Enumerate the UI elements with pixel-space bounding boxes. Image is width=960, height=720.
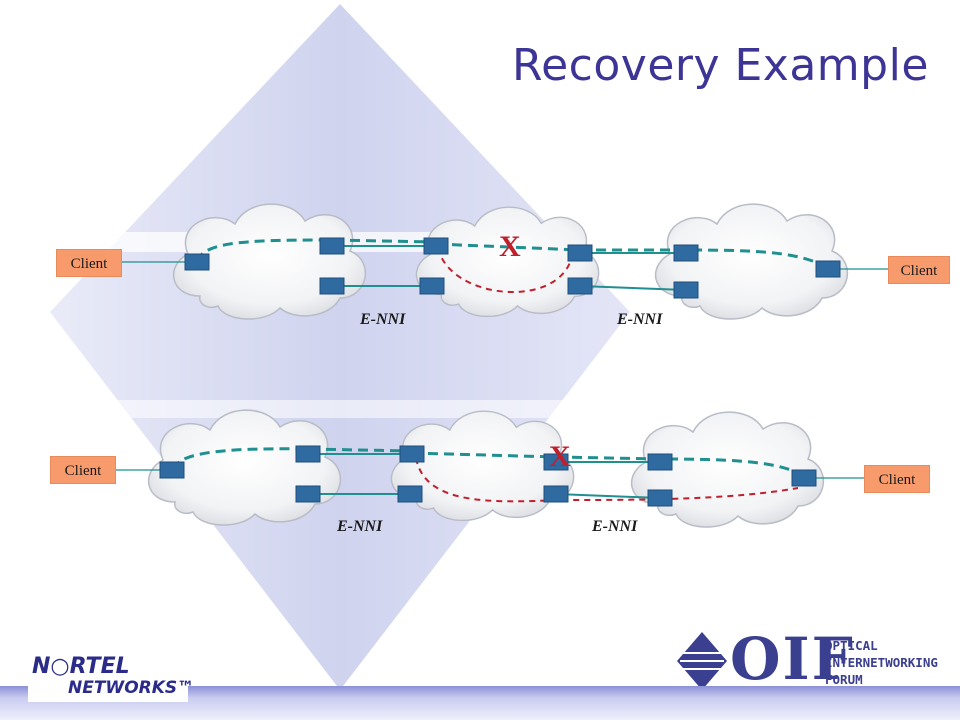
client-box-right: Client [864, 465, 930, 493]
working-path [333, 238, 437, 244]
network-cloud [630, 411, 825, 528]
page-title: Recovery Example [512, 40, 929, 91]
enni-label: E-NNI [337, 518, 383, 535]
oif-tagline-line1: OPTICAL [825, 638, 878, 653]
network-node-icon [673, 244, 699, 262]
recovery-path [437, 247, 573, 294]
background-diamond [50, 4, 630, 690]
inter-domain-link [555, 493, 661, 499]
network-node-icon [295, 485, 321, 503]
failure-mark: X [549, 440, 571, 473]
working-path [411, 451, 557, 459]
oif-tagline-line3: FORUM [825, 672, 863, 687]
network-cloud [147, 409, 342, 526]
working-path [309, 447, 413, 453]
nortel-networks-logo: N○RTEL NETWORKS™ [28, 652, 194, 702]
network-cloud [390, 410, 575, 522]
network-node-icon [673, 281, 699, 299]
client-box-left: Client [50, 456, 116, 484]
client-box-right: Client [888, 256, 950, 284]
network-node-icon [159, 461, 185, 479]
enni-label: E-NNI [360, 311, 406, 328]
network-node-icon [423, 237, 449, 255]
network-node-icon [184, 253, 210, 271]
network-node-icon [567, 244, 593, 262]
nortel-logo-line2: NETWORKS™ [68, 678, 195, 698]
oif-emblem-icon [677, 632, 727, 690]
network-node-icon [397, 485, 423, 503]
network-cloud [654, 203, 849, 320]
network-node-icon [543, 485, 569, 503]
network-node-icon [815, 260, 841, 278]
oif-tagline-line2: INTERNETWORKING [825, 655, 938, 670]
network-node-icon [399, 445, 425, 463]
nortel-logo-line1: N○RTEL [32, 654, 130, 679]
network-node-icon [295, 445, 321, 463]
network-node-icon [319, 277, 345, 295]
network-node-icon [319, 237, 345, 255]
network-node-icon [543, 453, 569, 471]
failure-mark: X [499, 230, 521, 263]
oif-logo-mark: OIF [730, 625, 855, 693]
working-path [435, 242, 581, 252]
network-node-icon [647, 453, 673, 471]
network-node-icon [791, 469, 817, 487]
enni-label: E-NNI [592, 518, 638, 535]
enni-label: E-NNI [617, 311, 663, 328]
network-node-icon [567, 277, 593, 295]
inter-domain-link [579, 285, 687, 291]
network-node-icon [647, 489, 673, 507]
diagram-top [122, 203, 888, 320]
network-node-icon [419, 277, 445, 295]
network-cloud [415, 206, 600, 318]
background-diamond-stripe-mid [60, 400, 620, 418]
client-box-left: Client [56, 249, 122, 277]
diagram-bottom [116, 409, 864, 528]
